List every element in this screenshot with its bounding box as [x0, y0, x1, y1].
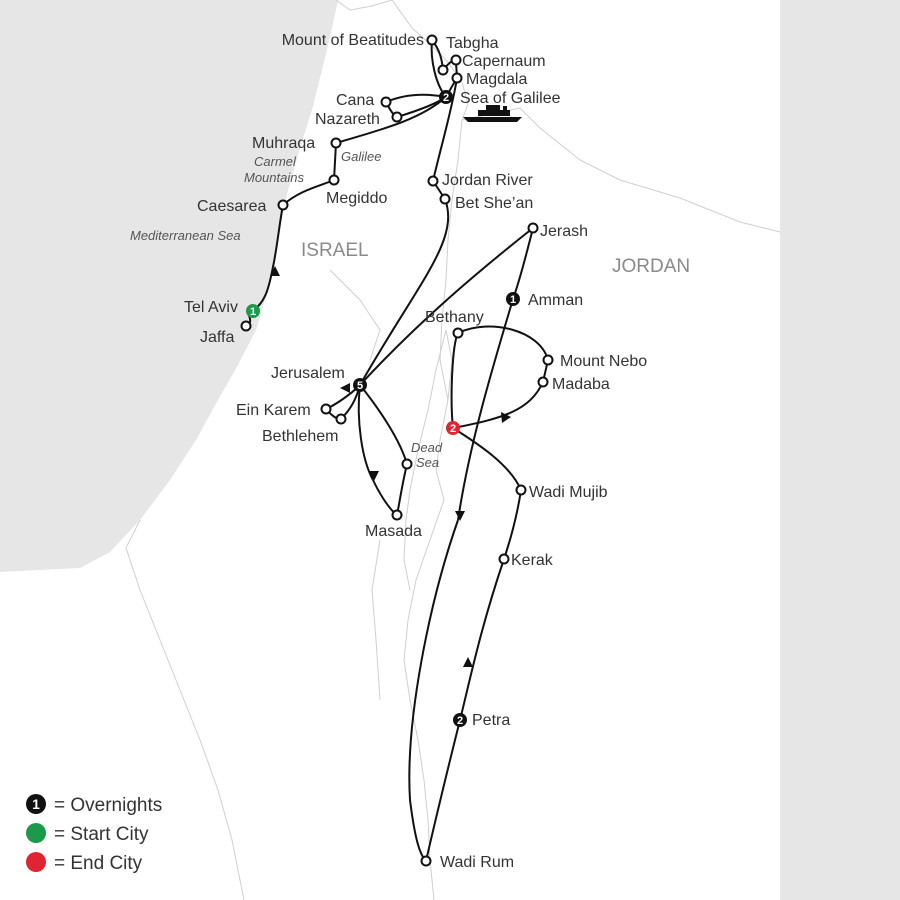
stop-caesarea[interactable] [277, 199, 289, 211]
overnight-badge-petra[interactable]: 2 [453, 713, 467, 727]
stop-bet-shean[interactable] [439, 193, 451, 205]
label-cana: Cana [336, 92, 374, 109]
label-kerak: Kerak [511, 552, 554, 569]
region-label-galilee: Galilee [341, 149, 381, 164]
region-label-dead: Dead [411, 440, 443, 455]
stop-markers [240, 34, 554, 867]
stop-magdala[interactable] [451, 72, 463, 84]
label-caesarea: Caesarea [197, 198, 266, 215]
overnight-badge-jerusalem[interactable]: 5 [353, 378, 367, 392]
stop-nazareth[interactable] [391, 111, 403, 123]
region-label-sea: Sea [416, 455, 439, 470]
stop-mount-nebo[interactable] [542, 354, 554, 366]
region-label-carmel: Carmel [254, 154, 297, 169]
svg-text:1: 1 [510, 294, 516, 306]
legend-overnights: 1 = Overnights [26, 794, 162, 816]
country-label-israel: ISRAEL [301, 240, 369, 261]
stop-bethlehem[interactable] [335, 413, 347, 425]
label-muhraqa: Muhraqa [252, 135, 315, 152]
svg-text:2: 2 [457, 715, 463, 727]
borders [125, 0, 781, 900]
end-city-badge[interactable]: 2 [446, 421, 460, 435]
label-jordan-river: Jordan River [442, 172, 533, 189]
svg-text:= Start City: = Start City [54, 824, 149, 845]
svg-text:= Overnights: = Overnights [54, 795, 162, 816]
label-mount-of-beatitudes: Mount of Beatitudes [282, 32, 424, 49]
stop-ein-karem[interactable] [320, 403, 332, 415]
label-tabgha: Tabgha [446, 35, 499, 52]
label-amman: Amman [528, 292, 583, 309]
legend-end-city: = End City [26, 852, 143, 874]
stop-bethany[interactable] [452, 327, 464, 339]
svg-text:2: 2 [443, 92, 449, 104]
stop-dead-sea[interactable] [401, 458, 413, 470]
label-bethany: Bethany [425, 309, 484, 326]
svg-text:2: 2 [450, 423, 456, 435]
stop-wadi-mujib[interactable] [515, 484, 527, 496]
direction-arrows [270, 266, 511, 667]
arrow-marker [270, 266, 280, 276]
region-label-mediterranean: Mediterranean Sea [130, 228, 241, 243]
label-tel-aviv: Tel Aviv [184, 299, 238, 316]
east-boundary-shade [780, 0, 900, 900]
arrow-marker [340, 383, 350, 393]
label-madaba: Madaba [552, 376, 610, 393]
stop-kerak[interactable] [498, 553, 510, 565]
stop-jerash[interactable] [527, 222, 539, 234]
country-label-jordan: JORDAN [612, 256, 690, 277]
label-mount-nebo: Mount Nebo [560, 353, 647, 370]
arrow-marker [501, 412, 511, 423]
label-petra: Petra [472, 712, 510, 729]
label-sea-of-galilee: Sea of Galilee [460, 90, 561, 107]
label-wadi-rum: Wadi Rum [440, 854, 514, 871]
legend: 1 = Overnights = Start City = End City [26, 794, 162, 874]
svg-text:1: 1 [250, 306, 256, 318]
svg-text:= End City: = End City [54, 853, 143, 874]
stop-jordan-river[interactable] [427, 175, 439, 187]
stop-muhraqa[interactable] [330, 137, 342, 149]
route-lines [245, 39, 549, 862]
overnight-badge-amman[interactable]: 1 [506, 292, 520, 306]
mediterranean-sea [0, 0, 338, 572]
label-wadi-mujib: Wadi Mujib [529, 484, 608, 501]
start-city-badge-tel-aviv[interactable]: 1 [246, 304, 260, 318]
overnight-badge-sea-of-galilee[interactable]: 2 [439, 90, 453, 104]
stop-madaba[interactable] [537, 376, 549, 388]
stop-wadi-rum[interactable] [420, 855, 432, 867]
svg-text:1: 1 [32, 796, 40, 812]
stop-jaffa[interactable] [240, 320, 252, 332]
label-megiddo: Megiddo [326, 190, 387, 207]
label-capernaum: Capernaum [462, 53, 546, 70]
label-jerash: Jerash [540, 223, 588, 240]
stop-cana[interactable] [380, 96, 392, 108]
arrow-marker [463, 657, 473, 667]
stop-megiddo[interactable] [328, 174, 340, 186]
label-jerusalem: Jerusalem [271, 365, 345, 382]
stop-mount-of-beatitudes[interactable] [426, 34, 438, 46]
arrow-marker [369, 471, 379, 481]
label-jaffa: Jaffa [200, 329, 235, 346]
label-nazareth: Nazareth [315, 111, 380, 128]
place-labels: Mount of Beatitudes Tabgha Capernaum Mag… [184, 32, 647, 871]
arrow-marker [455, 511, 465, 521]
label-ein-karem: Ein Karem [236, 402, 311, 419]
label-magdala: Magdala [466, 71, 527, 88]
stop-capernaum[interactable] [450, 54, 462, 66]
region-label-mountains: Mountains [244, 170, 304, 185]
legend-start-city: = Start City [26, 823, 149, 845]
ferry-icon [463, 105, 522, 122]
label-bethlehem: Bethlehem [262, 428, 339, 445]
stop-tabgha[interactable] [437, 64, 449, 76]
label-bet-shean: Bet She’an [455, 195, 533, 212]
stop-masada[interactable] [391, 509, 403, 521]
svg-text:5: 5 [357, 380, 363, 392]
overnight-badges: 2 1 5 2 1 2 [246, 90, 520, 727]
label-masada: Masada [365, 523, 422, 540]
